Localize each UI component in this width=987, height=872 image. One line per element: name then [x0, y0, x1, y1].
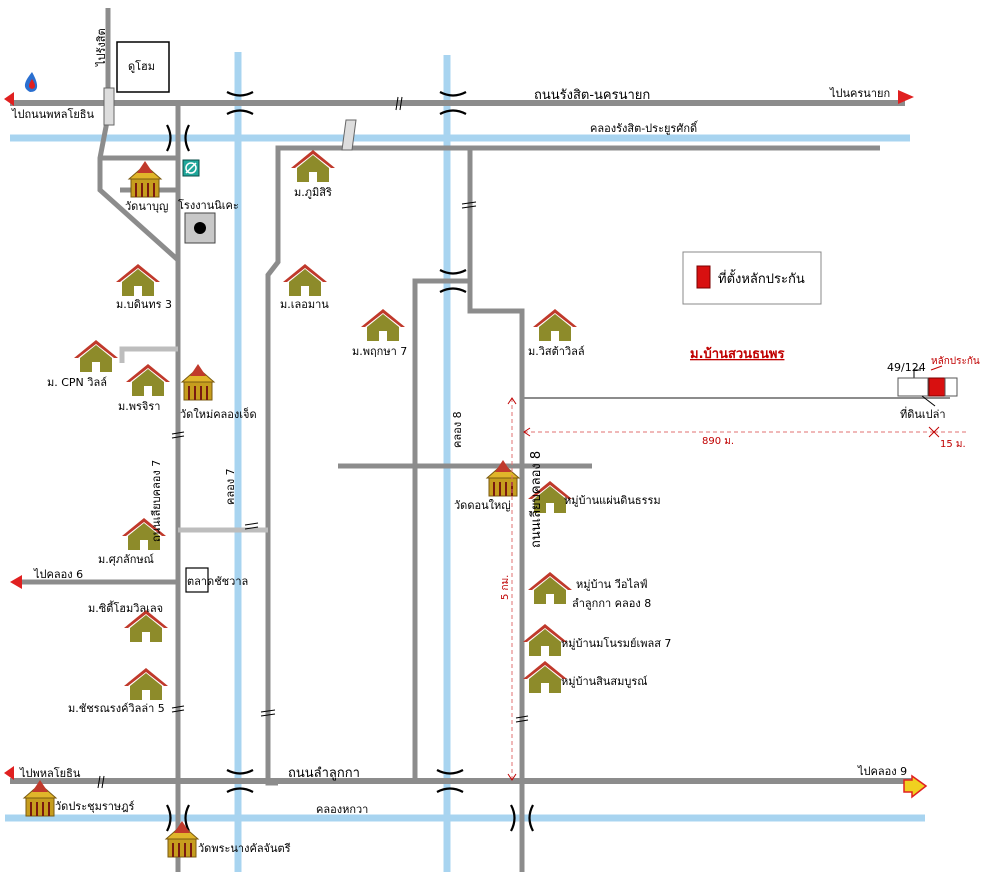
- dir-to-khlong9: ไปคลอง 9: [857, 765, 907, 778]
- arrow-right-icon: [898, 90, 914, 104]
- label-wat-mai-khlong7: วัดใหม่คลองเจ็ด: [180, 407, 257, 421]
- gas-station-icon: [182, 159, 200, 177]
- road-pruksa: [412, 278, 470, 783]
- bridge-icon: [103, 87, 115, 126]
- canal-label-hokwa: คลองหกวา: [316, 803, 368, 816]
- ptt-drop-icon: [24, 72, 38, 92]
- plot-49-124: [897, 377, 929, 397]
- label-pornjira: ม.พรจิรา: [118, 400, 160, 413]
- canals: [5, 52, 925, 872]
- dimension-ticks: [507, 397, 940, 781]
- market-box: [185, 567, 209, 593]
- label-dist-15: 15 ม.: [940, 439, 966, 450]
- road-cpn: [119, 346, 178, 363]
- canal-label-khlong7: คลอง 7: [224, 468, 237, 505]
- bridges: [97, 87, 535, 833]
- label-du-home: ดูโฮม: [128, 59, 155, 73]
- road-liab-khlong8: [467, 148, 525, 872]
- label-phumisiri: ม.ภูมิสิริ: [294, 186, 332, 199]
- house-icon: [361, 309, 405, 341]
- dir-to-rangsit: ไปรังสิต: [95, 28, 108, 67]
- house-icon: [291, 150, 335, 182]
- label-sinsomboon: หมู่บ้านสินสมบูรณ์: [561, 675, 647, 688]
- temple-icon: [23, 779, 57, 817]
- label-bodintorn3: ม.บดินทร 3: [116, 298, 172, 311]
- target-plot: [897, 365, 958, 407]
- dimension-lines: [511, 398, 968, 780]
- label-wat-prachum: วัดประชุมราษฎร์: [55, 800, 135, 813]
- label-wisset-villa: ม.วิสต้าวิลล์: [528, 345, 585, 358]
- label-lermman: ม.เลอมาน: [280, 298, 329, 311]
- dir-to-khlong6: ไปคลอง 6: [33, 568, 83, 581]
- label-talad-chaiwan: ตลาดชัชวาล: [187, 575, 248, 588]
- road-label-liab8: ถนนเลียบคลอง 8: [528, 451, 544, 548]
- house-icon: [533, 309, 577, 341]
- label-dist-5km: 5 กม.: [500, 575, 511, 600]
- house-icon: [528, 572, 572, 604]
- temple-icon: [165, 820, 199, 858]
- bridge-icon: [341, 119, 357, 151]
- temple-icon: [181, 363, 215, 401]
- factory-icon: [184, 212, 216, 244]
- house-icon: [126, 364, 170, 396]
- house-icon: [283, 264, 327, 296]
- arrow-left-icon: [4, 766, 14, 780]
- label-target-village: ม.บ้านสวนธนพร: [690, 346, 784, 362]
- label-city-home: ม.ซิตี้โฮมวิลเลจ: [88, 600, 163, 615]
- label-pruksa7: ม.พฤกษา 7: [352, 345, 407, 358]
- road-label-liab7: ถนนเลียบคลอง 7: [150, 460, 163, 542]
- label-manorom: หมู่บ้านมโนรมย์เพลส 7: [561, 636, 671, 650]
- plot-vacant: [944, 377, 958, 397]
- arrow-left-icon: [4, 92, 14, 106]
- road-wat-naboon-loop: [97, 105, 180, 262]
- arrow-right-icon: [903, 774, 928, 799]
- label-wat-don-yai: วัดดอนใหญ่: [454, 499, 511, 512]
- label-villa-lam-1: หมู่บ้าน วีอไลฟ์: [576, 578, 648, 591]
- canal-label-rangsit: คลองรังสิต-ประยูรศักดิ์: [590, 120, 699, 135]
- dir-to-nakhonnayok: ไปนครนายก: [829, 87, 890, 100]
- label-nikke-factory: โรงงานนิเคะ: [178, 198, 239, 212]
- direction-arrows: [4, 90, 928, 799]
- label-vacant-land: ที่ดินเปล่า: [900, 406, 946, 421]
- arrow-left-icon: [10, 575, 22, 589]
- dir-to-phahonyothin-bottom: ไปพหลโยธิน: [19, 766, 81, 780]
- house-icon: [116, 264, 160, 296]
- label-collateral: หลักประกัน: [931, 356, 980, 367]
- temple-icon: [128, 160, 162, 198]
- house-icon: [74, 340, 118, 372]
- road-inner-west: [265, 145, 880, 786]
- label-wat-phra-nang: วัดพระนางคัลจันตรี: [198, 842, 291, 855]
- canal-label-khlong8: คลอง 8: [451, 411, 464, 448]
- label-cpn-villa: ม. CPN วิลล์: [47, 376, 107, 389]
- label-atchara: ม.ชัชรณรงค์วิลล่า 5: [68, 702, 165, 715]
- text-labels: ถนนรังสิต-นครนายก คลองรังสิต-ประยูรศักดิ…: [11, 28, 980, 855]
- legend: [682, 251, 822, 305]
- dir-to-phahonyothin-top: ไปถนนพหลโยธิน: [11, 107, 95, 121]
- roads: [10, 8, 950, 872]
- collateral-marker-icon: [928, 377, 946, 397]
- label-house-no: 49/124: [887, 361, 926, 374]
- collateral-marker-icon: [696, 265, 711, 289]
- house-icon: [124, 668, 168, 700]
- legend-label: ที่ตั้งหลักประกัน: [718, 269, 805, 287]
- label-dist-890: 890 ม.: [702, 436, 734, 447]
- label-villa-lam-2: ลำลูกกา คลอง 8: [572, 597, 651, 610]
- du-home-box: [116, 41, 170, 93]
- label-phaendin-tham: หมู่บ้านแผ่นดินธรรม: [564, 494, 661, 507]
- label-wat-naboon: วัดนาบุญ: [125, 200, 168, 213]
- label-suphalak: ม.ศุภลักษณ์: [98, 553, 154, 566]
- road-label-rangsit-nakhonnayok: ถนนรังสิต-นครนายก: [534, 88, 650, 103]
- road-label-lamlukka: ถนนลำลูกกา: [288, 766, 360, 781]
